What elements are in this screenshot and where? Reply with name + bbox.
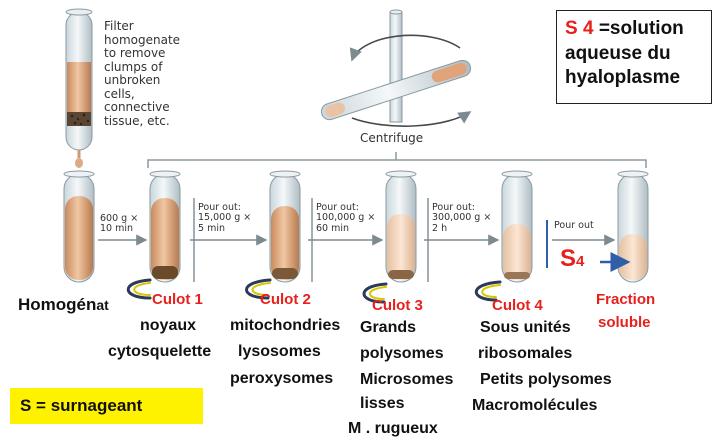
step-4-conditions: Pour out:300,000 g ×2 h <box>432 202 492 234</box>
culot-3-item: polysomes <box>360 345 444 362</box>
culot-2-item: peroxysomes <box>230 370 334 387</box>
s4-definition-box: S 4 =solution aqueuse du hyaloplasme <box>556 10 712 104</box>
surnageant-legend: S = surnageant <box>10 388 203 424</box>
culot-2-item: mitochondries <box>230 317 341 334</box>
culot-4-item: Sous unités <box>480 319 571 336</box>
filter-note-line: homogenate <box>104 32 181 47</box>
step-5-conditions: Pour out <box>554 220 594 231</box>
s4-def-line: hyaloplasme <box>565 67 681 89</box>
culot-3-item: M . rugueux <box>348 420 438 437</box>
centrifuge-label: Centrifuge <box>360 131 424 145</box>
culot-3-title: Culot 3 <box>372 297 423 314</box>
fraction-soluble-line: Fraction <box>596 291 656 308</box>
s4-def-line: =solution <box>598 18 684 39</box>
filter-note-line: clumps of <box>104 59 163 74</box>
filter-note-line: unbroken <box>104 73 161 87</box>
filter-note-line: Filter <box>104 19 134 33</box>
tube-homogenate <box>63 170 95 283</box>
filter-note-line: tissue, etc. <box>104 113 170 128</box>
culot-3-item: lisses <box>360 395 405 412</box>
centrifuge-drawing <box>320 9 472 127</box>
culot-4-item: Macromolécules <box>472 397 598 414</box>
tube-2 <box>269 170 301 283</box>
pellet-arrows <box>126 278 502 304</box>
filter-sediment <box>70 113 90 126</box>
culot-4-title: Culot 4 <box>492 297 543 314</box>
culot-3-item: Grands <box>360 319 417 336</box>
s4-term: S 4 <box>565 18 594 39</box>
culot-4-item: Petits polysomes <box>480 371 612 388</box>
homogenat-label: Homogénat <box>18 295 109 314</box>
filter-note: Filter homogenate to remove clumps of un… <box>104 19 181 128</box>
culot-1-title: Culot 1 <box>152 291 203 308</box>
culot-1-item: noyaux <box>140 317 197 334</box>
step-1-conditions: 600 g ×10 min <box>100 213 139 235</box>
tube-fraction-soluble <box>617 170 649 283</box>
s4-def-line: aqueuse du <box>565 42 671 64</box>
tube-1 <box>149 170 181 283</box>
tube-4 <box>501 170 533 283</box>
centrifuge-bracket <box>147 152 647 168</box>
filter-tube <box>65 8 93 168</box>
culot-4-item: ribosomales <box>478 345 573 362</box>
culot-2-title: Culot 2 <box>260 291 311 308</box>
culot-1-item: cytosquelette <box>108 343 212 360</box>
step-arrows <box>98 198 616 282</box>
step-2-conditions: Pour out:15,000 g ×5 min <box>198 202 252 234</box>
surnageant-text: S = surnageant <box>20 396 143 415</box>
filter-note-line: cells, <box>104 86 135 101</box>
step-3-conditions: Pour out:100,000 g ×60 min <box>316 202 376 234</box>
s4-label: S4 <box>560 245 585 272</box>
tube-3 <box>385 170 417 283</box>
filter-note-line: connective <box>104 100 170 114</box>
fraction-soluble-line: soluble <box>598 314 651 331</box>
filter-note-line: to remove <box>104 46 166 60</box>
culot-2-item: lysosomes <box>238 343 321 360</box>
culot-3-item: Microsomes <box>360 371 454 388</box>
drop <box>75 158 83 168</box>
